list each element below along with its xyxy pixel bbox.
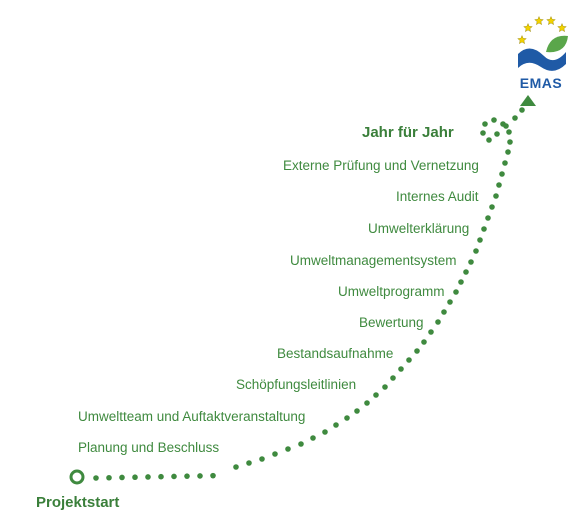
step-projektstart: Projektstart bbox=[36, 494, 120, 511]
star-icon bbox=[557, 22, 567, 33]
step-bestandsaufnahme: Bestandsaufnahme bbox=[277, 346, 394, 361]
step-schoepfungsleitlinien: Schöpfungsleitlinien bbox=[236, 377, 357, 392]
start-ring-icon bbox=[69, 469, 85, 485]
step-jahr-fuer-jahr: Jahr für Jahr bbox=[362, 124, 454, 141]
path-dot bbox=[93, 475, 99, 481]
path-dot bbox=[210, 472, 216, 479]
path-dot bbox=[496, 182, 502, 188]
star-icon bbox=[534, 15, 544, 26]
path-dot bbox=[382, 384, 388, 390]
emas-logo-icon bbox=[517, 15, 568, 71]
path-dot bbox=[421, 339, 427, 345]
path-dot bbox=[463, 269, 469, 275]
path-dot bbox=[507, 139, 513, 145]
path-dot bbox=[485, 215, 491, 221]
path-dot bbox=[373, 392, 379, 398]
path-dot bbox=[477, 237, 483, 243]
step-planung: Planung und Beschluss bbox=[78, 440, 220, 455]
step-bewertung: Bewertung bbox=[359, 315, 424, 330]
path-dot bbox=[512, 115, 518, 121]
path-dot bbox=[119, 474, 125, 481]
path-dot bbox=[486, 137, 492, 143]
path-dot bbox=[333, 422, 339, 428]
path-dot bbox=[272, 451, 278, 457]
step-umweltteam: Umweltteam und Auftaktveranstaltung bbox=[78, 409, 306, 424]
path-dot bbox=[414, 348, 420, 354]
path-dot bbox=[481, 226, 487, 232]
path-dot bbox=[506, 129, 512, 135]
step-umweltprogramm: Umweltprogramm bbox=[338, 284, 445, 299]
path-dot bbox=[493, 193, 499, 199]
path-dot bbox=[503, 123, 509, 129]
path-dot bbox=[145, 474, 151, 480]
path-dot bbox=[468, 259, 474, 265]
star-icon bbox=[546, 15, 556, 26]
path-dot bbox=[298, 441, 304, 447]
path-dot bbox=[390, 375, 396, 381]
path-dot bbox=[246, 460, 252, 466]
path-dot bbox=[489, 204, 495, 210]
path-dot bbox=[364, 400, 370, 406]
path-dot bbox=[354, 408, 360, 414]
path-dot bbox=[458, 279, 464, 285]
path-dot bbox=[285, 446, 291, 452]
path-dot bbox=[435, 319, 441, 325]
path-dot bbox=[482, 121, 488, 127]
path-dot bbox=[184, 473, 190, 479]
path-dot bbox=[259, 456, 265, 462]
path-dot bbox=[310, 435, 316, 441]
path-dot bbox=[428, 329, 434, 335]
arrow-up-icon bbox=[520, 95, 536, 106]
path-dot bbox=[441, 309, 447, 315]
path-dot bbox=[505, 149, 511, 155]
path-dot bbox=[132, 474, 138, 481]
star-icon bbox=[517, 34, 527, 45]
path-dot bbox=[499, 171, 505, 177]
path-dot bbox=[106, 474, 112, 481]
path-dot bbox=[344, 415, 350, 421]
path-dot bbox=[447, 299, 453, 305]
path-dot bbox=[494, 131, 500, 137]
path-dot bbox=[322, 429, 328, 435]
path-dot bbox=[491, 117, 497, 123]
path-dot bbox=[171, 473, 177, 480]
path-dot bbox=[502, 160, 508, 166]
path-dot bbox=[398, 366, 404, 372]
path-dot bbox=[406, 357, 412, 363]
step-umwelterklaerung: Umwelterklärung bbox=[368, 221, 470, 236]
path-dot bbox=[473, 248, 479, 254]
eu-stars-icon bbox=[517, 15, 567, 45]
path-dot bbox=[197, 473, 203, 479]
path-dot bbox=[453, 289, 459, 295]
path-dot bbox=[158, 473, 164, 480]
step-internes-audit: Internes Audit bbox=[396, 189, 479, 204]
step-externe-pruefung: Externe Prüfung und Vernetzung bbox=[283, 158, 479, 173]
path-dot bbox=[519, 107, 525, 113]
path-dot bbox=[233, 464, 239, 470]
star-icon bbox=[523, 22, 533, 33]
step-umweltmanagementsystem: Umweltmanagementsystem bbox=[290, 253, 457, 268]
emas-logo-text: EMAS bbox=[519, 75, 563, 91]
path-dot bbox=[480, 130, 486, 136]
